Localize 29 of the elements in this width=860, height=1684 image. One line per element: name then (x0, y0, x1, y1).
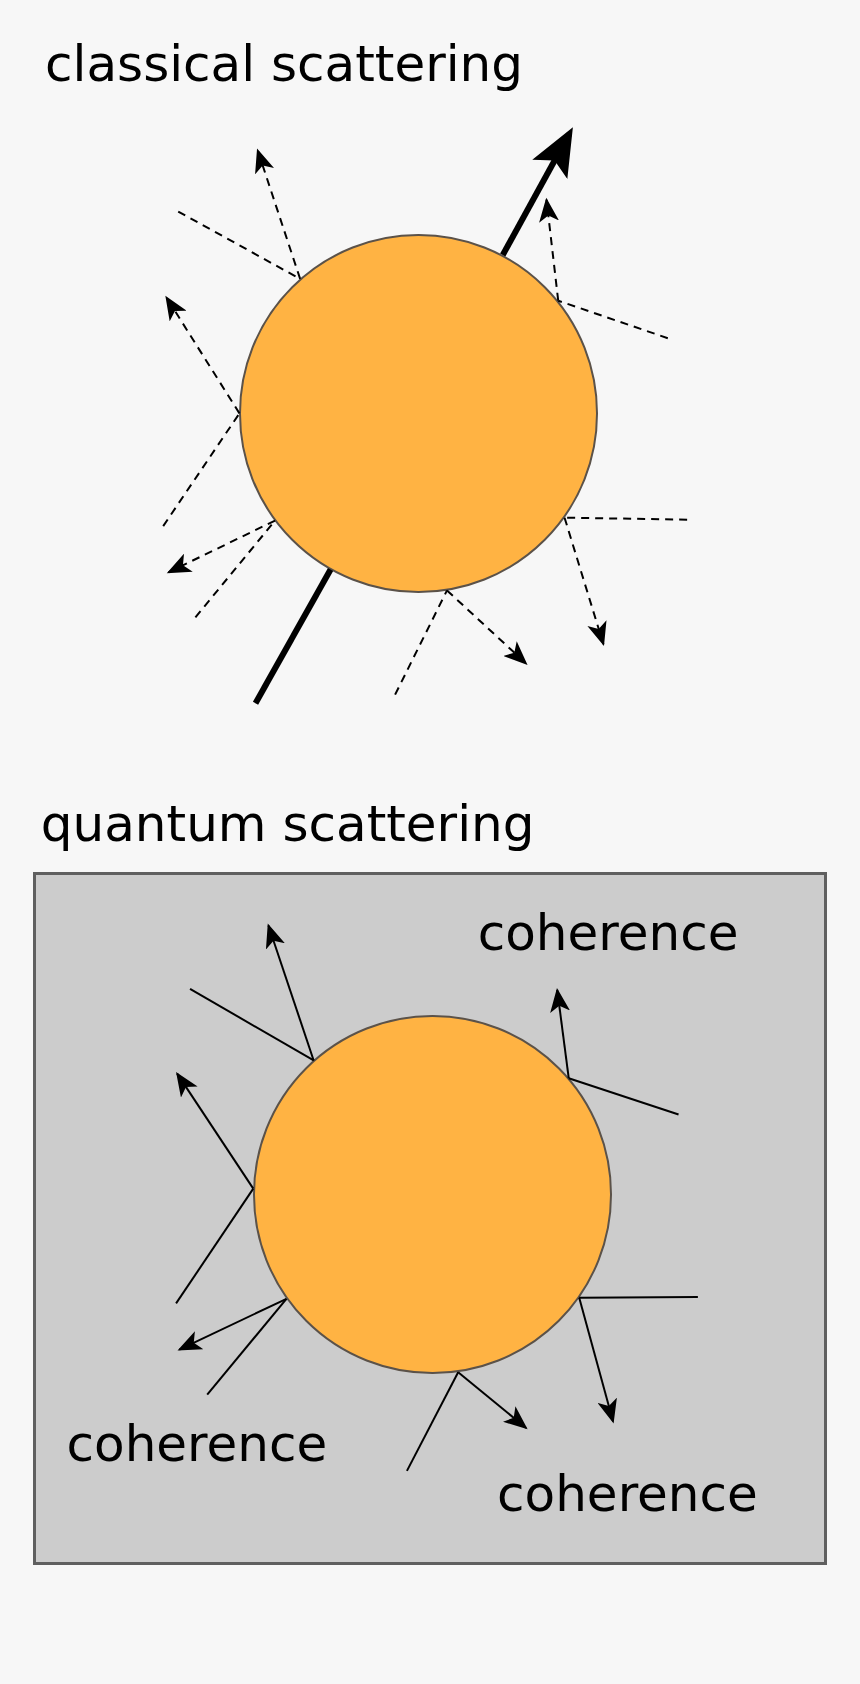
ray-arrow (445, 589, 528, 665)
ray-line (578, 1296, 699, 1299)
ray-arrow (265, 923, 315, 1062)
panel-background (33, 871, 827, 1566)
annotation-label: coherence (66, 1419, 328, 1470)
ray-arrow (550, 987, 570, 1080)
ray-arrow (176, 1072, 255, 1190)
annotation-label: coherence (477, 908, 739, 959)
ray-arrow (165, 295, 241, 415)
ray-line (206, 1297, 288, 1396)
ray-arrow (500, 127, 573, 257)
ray-line (557, 299, 669, 340)
ray-arrow (255, 148, 302, 280)
ray-arrow (166, 519, 277, 574)
ray-arrow (563, 516, 607, 647)
section-heading: quantum scattering (40, 796, 535, 852)
ray-line (252, 568, 334, 705)
ray-line (189, 987, 315, 1062)
ray-line (175, 1187, 255, 1305)
ray-line (394, 589, 448, 696)
ray-line (405, 1371, 460, 1472)
ray-arrow (177, 1297, 288, 1351)
annotation-label: coherence (497, 1468, 758, 1519)
ray-arrow (578, 1296, 617, 1424)
section-heading: classical scattering (45, 36, 524, 92)
ray-arrow (539, 197, 560, 302)
ray-line (567, 1077, 680, 1116)
ray-line (162, 412, 241, 528)
ray-arrow (457, 1371, 528, 1430)
